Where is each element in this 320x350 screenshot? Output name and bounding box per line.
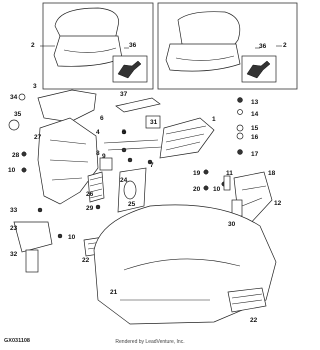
part-31-plate — [145, 115, 161, 129]
callout-2-right: 2 — [283, 42, 287, 49]
callout-22-right: 22 — [250, 317, 258, 324]
callout-14: 14 — [251, 111, 259, 118]
callout-34: 34 — [10, 94, 18, 101]
callout-30: 30 — [228, 221, 236, 228]
part-33-screw — [37, 207, 43, 213]
center-parts — [103, 97, 215, 213]
callout-25: 25 — [128, 201, 136, 208]
callout-6: 6 — [100, 115, 104, 122]
seat-option-right — [157, 2, 298, 90]
left-side-parts — [8, 89, 113, 210]
part-13-bolt — [237, 97, 243, 103]
callout-21: 21 — [110, 289, 118, 296]
callout-11: 11 — [226, 170, 233, 177]
callout-1: 1 — [212, 116, 216, 123]
part-29-screw — [95, 204, 101, 210]
callout-22-left: 22 — [82, 257, 90, 264]
part-6-rod — [103, 139, 159, 144]
part-20-bolt — [203, 185, 209, 191]
callout-3: 3 — [33, 83, 37, 90]
part-22-mat-right — [227, 287, 267, 313]
part-37-bracket — [115, 97, 161, 113]
callout-10-lower: 10 — [68, 234, 76, 241]
callout-27: 27 — [34, 134, 42, 141]
callout-35: 35 — [14, 111, 22, 118]
part-10-nut-left — [21, 167, 27, 173]
part-16-bushing — [236, 132, 244, 140]
callout-10-left: 10 — [8, 167, 16, 174]
part-34-fastener — [18, 93, 26, 101]
callout-24: 24 — [120, 177, 128, 184]
callout-2-left: 2 — [31, 42, 35, 49]
part-28-nut — [21, 151, 27, 157]
callout-17: 17 — [251, 151, 259, 158]
callout-31: 31 — [150, 119, 158, 126]
part-14-washer — [237, 109, 243, 115]
callout-8: 8 — [96, 150, 100, 157]
seat-box-right — [157, 2, 298, 90]
part-4-bolt — [121, 129, 127, 135]
part-5-washer — [121, 147, 127, 153]
deer-logo-left — [117, 60, 142, 79]
part-1-seat-pan — [159, 117, 215, 159]
callout-18: 18 — [268, 170, 276, 177]
seat-back-right — [177, 11, 241, 49]
parts-diagram: 2 2 36 36 3 34 35 27 28 10 37 6 4 5 31 8… — [8, 2, 298, 325]
callout-26: 26 — [86, 191, 94, 198]
callout-12: 12 — [274, 200, 282, 207]
deer-logo-right — [246, 60, 271, 79]
reference-code: GX031108 — [4, 338, 30, 344]
part-17-nut — [237, 149, 243, 155]
part-7-pin — [127, 157, 133, 163]
callout-20: 20 — [193, 186, 201, 193]
part-11-spacer — [223, 175, 231, 191]
part-23-bracket — [13, 221, 53, 253]
part-8-rod — [107, 146, 163, 151]
callout-23: 23 — [10, 225, 18, 232]
callout-4: 4 — [96, 129, 100, 136]
part-9-clip — [147, 159, 153, 165]
callout-33: 33 — [10, 207, 18, 214]
callout-36-right: 36 — [259, 43, 267, 50]
callout-labels: 2 2 36 36 3 34 35 27 28 10 37 6 4 5 31 8… — [8, 42, 287, 324]
callout-13: 13 — [251, 99, 259, 106]
right-side-parts — [203, 97, 273, 227]
part-9-bracket — [99, 157, 113, 171]
lower-parts — [13, 204, 277, 325]
callout-29: 29 — [86, 205, 94, 212]
seat-cushion-right — [165, 43, 241, 72]
callout-32: 32 — [10, 251, 18, 258]
upper-fender-panel — [37, 89, 97, 123]
part-35-plug — [8, 119, 20, 131]
seat-cushion-left — [53, 35, 123, 67]
part-10-nut-lower — [57, 233, 63, 239]
callout-5: 5 — [122, 129, 126, 136]
callout-16: 16 — [251, 134, 259, 141]
callout-28: 28 — [12, 152, 20, 159]
callout-36-left: 36 — [129, 42, 137, 49]
part-24-cup — [123, 180, 137, 200]
callout-9: 9 — [102, 153, 106, 160]
part-19-bolt — [203, 169, 209, 175]
callout-37: 37 — [120, 91, 128, 98]
part-32-mount — [25, 249, 39, 273]
callout-15: 15 — [251, 125, 259, 132]
seat-option-left — [40, 2, 154, 90]
callout-19: 19 — [193, 170, 201, 177]
render-credit: Rendered by LeadVenture, Inc. — [115, 339, 185, 345]
part-15-spacer — [236, 124, 244, 132]
callout-7: 7 — [150, 162, 154, 169]
callout-10-right: 10 — [213, 186, 221, 193]
